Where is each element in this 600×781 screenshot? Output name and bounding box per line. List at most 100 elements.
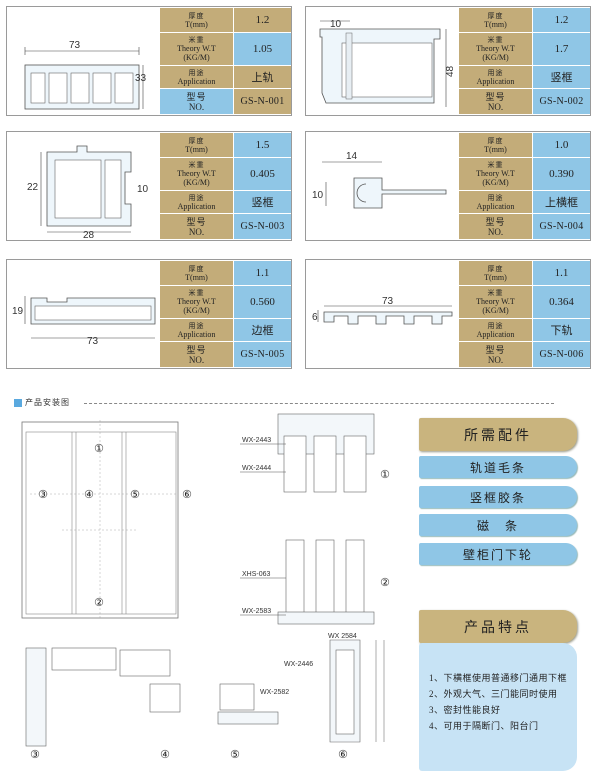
callout-4: ④	[84, 489, 94, 501]
profile-drawing-002: 10 48	[319, 19, 456, 107]
profile-drawing-004: 14 10	[312, 151, 447, 209]
part-label: WX-2444	[242, 465, 271, 472]
application-value: 下轨	[533, 319, 590, 341]
horizontal-section: WX 2584 WX-2446 WX-2582 ③ ④ ⑤ ⑥	[25, 633, 385, 761]
part-label: XHS-063	[242, 571, 271, 578]
profile-drawing-001: 73 33	[24, 40, 147, 110]
weight-value: 1.7	[533, 33, 590, 65]
model-value: GS-N-006	[533, 342, 590, 367]
weight-value: 0.364	[533, 286, 590, 318]
dim-width: 28	[83, 230, 95, 240]
model-value: GS-N-005	[234, 342, 291, 367]
callout-5: ⑤	[130, 489, 140, 501]
model-value: GS-N-003	[234, 214, 291, 239]
callout-6: ⑥	[338, 749, 348, 761]
callout-3: ③	[30, 749, 40, 761]
thickness-value: 1.1	[533, 261, 590, 285]
callout-2: ②	[380, 577, 390, 589]
feature-item: 3、密封性能良好	[429, 705, 501, 715]
door-elevation: ① ② ③ ④ ⑤ ⑥	[21, 420, 192, 619]
weight-value: 0.390	[533, 158, 590, 190]
dim-side: 10	[137, 184, 149, 195]
accessories-title: 所需配件	[419, 418, 577, 451]
application-value: 竖框	[533, 66, 590, 88]
feature-item: 2、外观大气、三门能同时使用	[429, 689, 558, 699]
dim-height: 22	[27, 182, 39, 193]
callout-1: ①	[94, 443, 104, 455]
thickness-value: 1.1	[234, 261, 291, 285]
feature-item: 1、下横框使用普通移门通用下框	[429, 673, 568, 683]
dim-width: 73	[69, 40, 81, 51]
accessory-item: 壁柜门下轮	[419, 543, 577, 565]
application-value: 上横框	[533, 191, 590, 213]
dim-height: 19	[12, 306, 24, 317]
callout-4: ④	[160, 749, 170, 761]
section-marker-icon	[14, 399, 22, 407]
thickness-value: 1.0	[533, 133, 590, 157]
dim-width: 73	[382, 296, 394, 307]
weight-value: 0.405	[234, 158, 291, 190]
accessory-item: 轨道毛条	[419, 456, 577, 478]
application-value: 上轨	[234, 66, 291, 88]
model-value: GS-N-002	[533, 89, 590, 114]
callout-6: ⑥	[182, 489, 192, 501]
vertical-section: WX-2443 WX-2444 XHS-063 WX-2583 ① ②	[240, 413, 390, 625]
accessory-item: 竖框胶条	[419, 486, 577, 508]
callout-1: ①	[380, 469, 390, 481]
section-divider	[84, 403, 554, 404]
profile-drawing-006: 73 6	[312, 296, 453, 325]
install-section-header: 产品安装图	[14, 397, 554, 409]
callout-2: ②	[94, 597, 104, 609]
dim-width: 10	[330, 19, 342, 30]
dim-width: 73	[87, 336, 99, 347]
part-label: WX 2584	[328, 633, 357, 640]
profile-drawing-005: 19 73	[12, 296, 156, 347]
part-label: WX-2583	[242, 608, 271, 615]
application-value: 竖框	[234, 191, 291, 213]
feature-item: 4、可用于隔断门、阳台门	[429, 721, 539, 731]
profile-drawing-003: 22 10 28	[27, 145, 149, 240]
model-value: GS-N-001	[234, 89, 291, 114]
application-value: 边框	[234, 319, 291, 341]
dim-height: 10	[312, 190, 324, 201]
accessory-item: 磁 条	[419, 514, 577, 536]
weight-value: 0.560	[234, 286, 291, 318]
features-panel: 1、下横框使用普通移门通用下框 2、外观大气、三门能同时使用 3、密封性能良好 …	[419, 643, 577, 771]
thickness-value: 1.2	[533, 8, 590, 32]
callout-5: ⑤	[230, 749, 240, 761]
thickness-value: 1.2	[234, 8, 291, 32]
part-label: WX-2443	[242, 437, 271, 444]
dim-height: 33	[135, 73, 147, 84]
thickness-value: 1.5	[234, 133, 291, 157]
